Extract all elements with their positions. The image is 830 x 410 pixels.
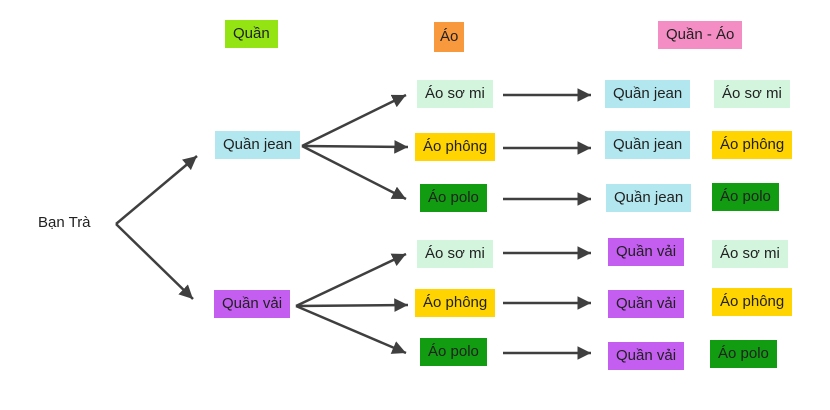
arrow-vai-to-polo [295,304,407,355]
shirt-option-box: Áo sơ mi [417,80,493,108]
combo-pants-box: Quần jean [606,184,692,212]
combo-shirt-box: Áo phông [712,288,793,316]
arrow-jean-to-so-mi [301,93,407,148]
combo-shirt-box: Áo polo [710,340,777,368]
combo-shirt-box: Áo sơ mi [714,80,790,108]
shirt-option-box: Áo polo [420,184,487,212]
shirt-option-box: Áo phông [415,133,496,161]
arrow-root-to-quan-jean [115,155,198,225]
arrow-vai-to-phong [295,298,409,312]
shirt-option-box: Áo polo [420,338,487,366]
arrow-root-to-quan-vai [115,223,194,300]
arrow-jean-to-polo [301,144,407,201]
shirt-option-box: Áo sơ mi [417,240,493,268]
shirt-option-box: Áo phông [415,289,496,317]
header-pants: Quần [225,20,278,48]
combo-pants-box: Quần jean [605,80,691,108]
combo-shirt-box: Áo polo [712,183,779,211]
combo-pants-box: Quần vải [608,238,685,266]
root-label: Bạn Trà [38,214,91,231]
header-combos: Quần - Áo [658,21,743,49]
combo-pants-box: Quần jean [605,131,691,159]
arrow-jean-to-phong [301,139,409,154]
combo-pants-box: Quần vải [608,290,685,318]
combo-pants-box: Quần vải [608,342,685,370]
pants-node-quan-jean: Quần jean [215,131,301,159]
pants-node-quan-vai: Quần vải [214,290,291,318]
combo-shirt-box: Áo sơ mi [712,240,788,268]
header-shirts: Áo [434,22,465,52]
combo-shirt-box: Áo phông [712,131,793,159]
arrow-vai-to-so-mi [295,252,407,308]
